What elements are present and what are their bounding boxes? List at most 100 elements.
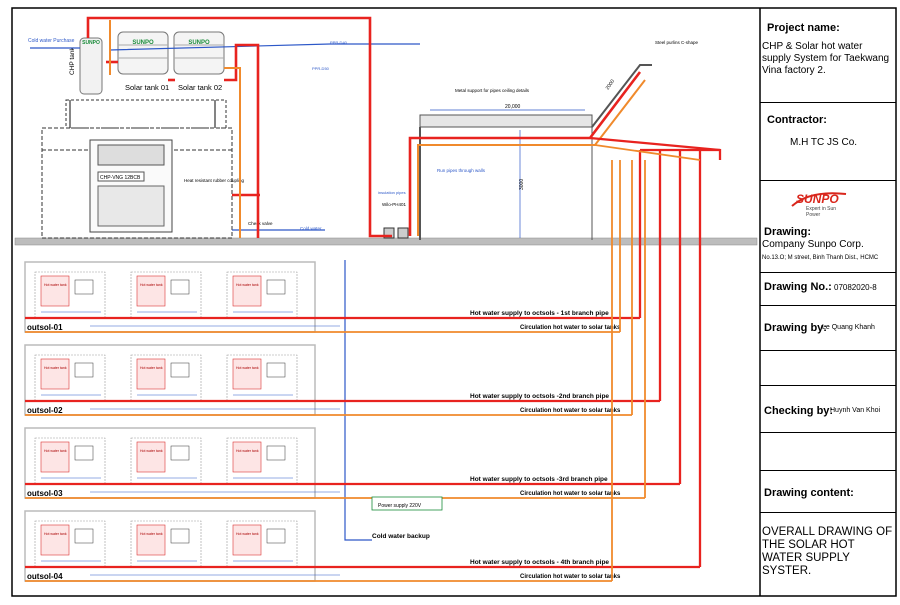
outsol-unit: Hot water tank [34, 437, 106, 485]
ppr-d40-label: PPR-D40 [330, 40, 348, 45]
power-supply-label: Power supply 220V [378, 503, 422, 509]
drawing-company: Company Sunpo Corp. [762, 239, 864, 250]
logo-tagline: Expert in Sun Power [806, 206, 837, 218]
tb-divider-6 [760, 385, 896, 386]
circ-branch-label: Circulation hot water to solar tanks [520, 491, 621, 497]
outsol-unit: Hot water tank [34, 354, 106, 402]
outsol-zone-2: Hot water tank Hot water tank Hot water ta… [24, 344, 660, 416]
project-name-label: Project name: [767, 22, 840, 34]
chp-model-label: CHP-VNG 12BCB [100, 175, 141, 181]
tank-brand-2: SUNPO [188, 40, 210, 46]
outsol-zone-4: Hot water tank Hot water tank Hot water ta… [24, 510, 700, 582]
checking-by-value: Huynh Van Khoi [830, 407, 881, 414]
main-circ-pipe [109, 20, 646, 238]
unit-tank-label: Hot water tank [44, 532, 67, 536]
main-hot-pipe [86, 16, 642, 238]
checking-by-label: Checking by: [764, 405, 834, 417]
circ-branch-label: Circulation hot water to solar tanks [520, 574, 621, 580]
tb-divider-2 [760, 180, 896, 181]
circ-branch-label: Circulation hot water to solar tanks [520, 408, 621, 414]
rubber-coupling-label: Heat resistant rubber coupling [184, 178, 245, 183]
metal-support-label: Metal support for pipes ceiling details [455, 88, 530, 93]
wilo-pump-label: Wilo-PH401 [382, 202, 407, 207]
unit-tank-label: Hot water tank [44, 366, 67, 370]
tank-brand-1: SUNPO [132, 40, 154, 46]
drawing-no-value: 07082020-8 [834, 283, 877, 292]
chp-tank-label: CHP tank [69, 47, 76, 75]
drawing-by-label: Drawing by: [764, 322, 827, 334]
outsol-unit: Hot water tank [226, 271, 298, 319]
unit-tank-label: Hot water tank [140, 283, 163, 287]
outsol-unit: Hot water tank [130, 271, 202, 319]
drawing-label: Drawing: [764, 226, 812, 238]
drawing-by-value: Le Quang Khanh [822, 324, 875, 331]
rooftop-frame [41, 99, 233, 239]
tb-divider-5 [760, 350, 896, 351]
sunpo-logo-mark [791, 192, 847, 207]
tb-divider-4 [760, 305, 896, 306]
insulation-label: insulation pipes [378, 190, 406, 195]
solar-tank-01: SUNPO [117, 31, 169, 75]
chp-tank: CHP tank SUNPO [69, 37, 103, 95]
content-value: OVERALL DRAWING OF THE SOLAR HOT WATER S… [762, 526, 893, 577]
dim-3000: 3000 [519, 179, 525, 190]
tb-divider-9 [760, 512, 896, 513]
outsol-unit: Hot water tank [130, 354, 202, 402]
solar-tank-02-label: Solar tank 02 [178, 83, 222, 92]
hot-branch-label: Hot water supply to octsols - 1st branch… [470, 310, 609, 317]
outsol-unit: Hot water tank [130, 520, 202, 568]
unit-tank-label: Hot water tank [236, 283, 259, 287]
outsol-name: outsol-03 [27, 489, 63, 498]
sheet-border [11, 7, 897, 597]
steel-purlins-label: Steel purlins C-shape [655, 40, 699, 45]
outsol-name: outsol-02 [27, 406, 63, 415]
solar-tank-01-label: Solar tank 01 [125, 83, 169, 92]
chp-tank-brand: SUNPO [82, 40, 100, 46]
riser-header-circ [594, 144, 701, 161]
outsol-unit: Hot water tank [34, 520, 106, 568]
unit-tank-label: Hot water tank [236, 532, 259, 536]
outsol-unit: Hot water tank [130, 437, 202, 485]
outsol-unit: Hot water tank [226, 354, 298, 402]
cold-water-purchase-label: Cold water Purchase [28, 38, 75, 44]
logo-text: SUNPO [796, 192, 839, 206]
unit-tank-label: Hot water tank [140, 449, 163, 453]
hot-branch-label: Hot water supply to octsols -2nd branch … [470, 393, 609, 400]
outsol-unit: Hot water tank [226, 520, 298, 568]
project-name-value: CHP & Solar hot water supply System for … [762, 41, 890, 76]
contractor-label: Contractor: [767, 114, 827, 126]
unit-tank-label: Hot water tank [140, 366, 163, 370]
outsol-zone-3: Hot water tank Hot water tank Hot water ta… [24, 427, 680, 499]
circulation-pumps [383, 227, 409, 239]
contractor-value: M.H TC JS Co. [790, 137, 858, 148]
unit-tank-label: Hot water tank [140, 532, 163, 536]
chp-unit: CHP-VNG 12BCB [89, 139, 173, 233]
check-valve-label: Check valve [248, 221, 273, 226]
outsol-unit: Hot water tank [226, 437, 298, 485]
outsol-unit: Hot water tank [34, 271, 106, 319]
sunpo-logo: SUNPO Expert in Sun Power [790, 188, 850, 218]
tb-divider-1 [760, 102, 896, 103]
tb-divider-7 [760, 432, 896, 433]
riser-pipes [589, 136, 722, 581]
hot-branch-label: Hot water supply to octsols - 4th branch… [470, 559, 609, 566]
unit-tank-label: Hot water tank [44, 283, 67, 287]
tb-divider-8 [760, 470, 896, 471]
content-label: Drawing content: [764, 487, 854, 499]
unit-tank-label: Hot water tank [236, 449, 259, 453]
drawing-no-label: Drawing No.: [764, 281, 832, 293]
cold-water-lines [30, 43, 420, 541]
dim-20000: 20,000 [505, 104, 521, 110]
unit-tank-label: Hot water tank [236, 366, 259, 370]
outsol-name: outsol-01 [27, 323, 63, 332]
pipes-through-label: Run pipes through walls [437, 168, 486, 173]
dim-2000: 2000 [605, 78, 616, 91]
circ-branch-label: Circulation hot water to solar tanks [520, 325, 621, 331]
ppr-d50-label: PPR-D50 [312, 66, 330, 71]
cold-water-label: Cold water [300, 226, 322, 231]
outsol-name: outsol-04 [27, 572, 63, 581]
unit-tank-label: Hot water tank [44, 449, 67, 453]
